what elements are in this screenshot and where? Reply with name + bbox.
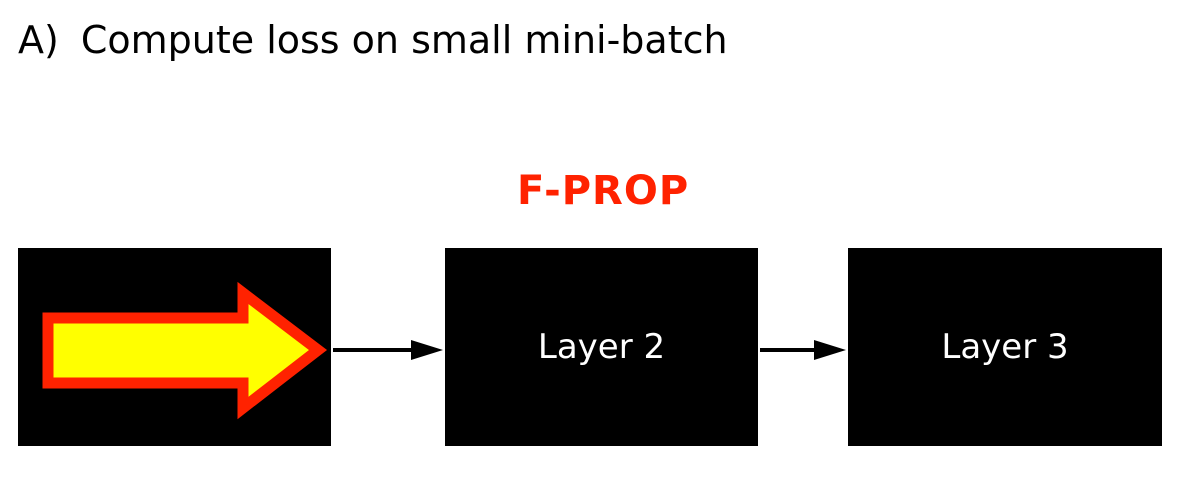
- arrow-right-icon: [42, 281, 328, 420]
- connector-arrow-2-3: [760, 340, 846, 360]
- layer-3-label: Layer 3: [941, 327, 1069, 367]
- heading-text: Compute loss on small mini-batch: [80, 18, 728, 62]
- connector-arrow-1-2: [333, 340, 443, 360]
- heading-marker: A): [18, 18, 59, 62]
- fprop-label: F-PROP: [517, 168, 690, 214]
- layer-2-box: Layer 2: [445, 248, 758, 446]
- layer-1-box: [18, 248, 331, 446]
- layer-2-label: Layer 2: [537, 327, 666, 367]
- layer-3-box: Layer 3: [848, 248, 1162, 446]
- slide-heading: A) Compute loss on small mini-batch: [18, 18, 728, 62]
